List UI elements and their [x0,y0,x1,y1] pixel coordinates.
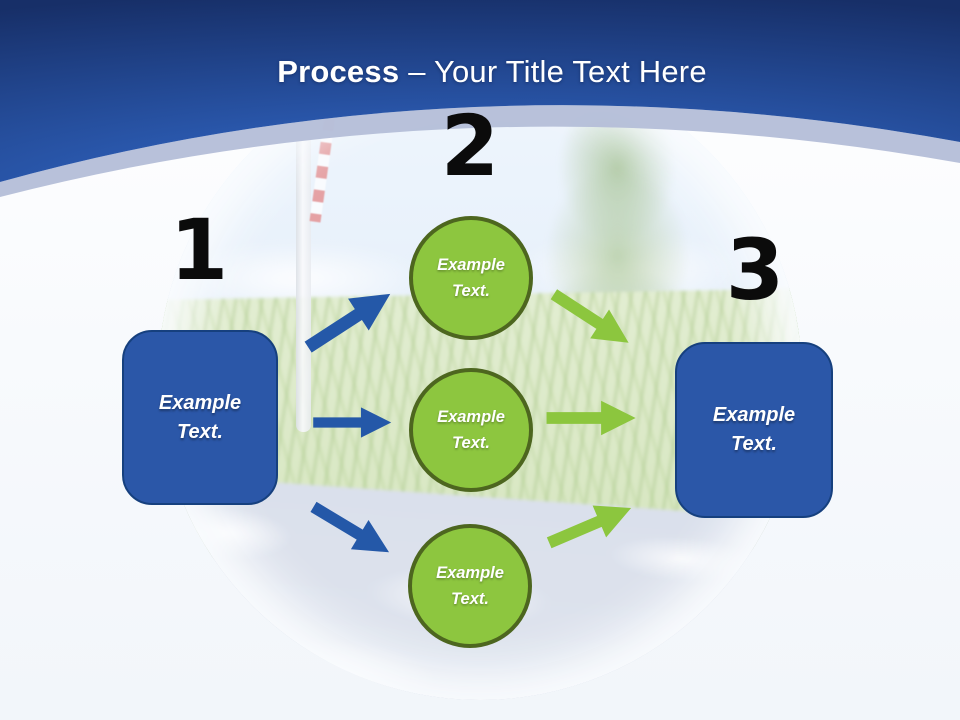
process-start-label: Example Text. [158,391,242,443]
title-keyword: Process [277,54,400,89]
step-circle-1-label: Example Text. [437,255,505,300]
step-number-2: 2 [440,97,500,195]
arrow-blue-middle-icon [313,407,392,438]
process-end-box: Example Text. [675,342,833,518]
title-text: – Your Title Text Here [408,54,707,89]
slide-title: Process– Your Title Text Here [0,54,960,90]
flag-pole-image [296,114,311,432]
step-circle-1: Example Text. [409,216,533,340]
step-number-3: 3 [725,221,785,319]
process-end-label: Example Text. [712,404,796,455]
step-circle-2-label: Example Text. [437,407,505,452]
arrow-blue-up-icon [304,293,391,353]
arrow-green-up-icon [546,505,632,549]
arrow-green-down-icon [550,289,629,343]
step-circle-2: Example Text. [409,368,533,492]
step-number-1: 1 [169,201,229,299]
step-circle-3: Example Text. [408,524,532,648]
header-curve [0,0,960,197]
arrow-blue-down-icon [310,501,390,553]
process-start-box: Example Text. [122,330,278,505]
step-circle-3-label: Example Text. [436,563,504,608]
arrow-green-middle-icon [546,400,636,436]
